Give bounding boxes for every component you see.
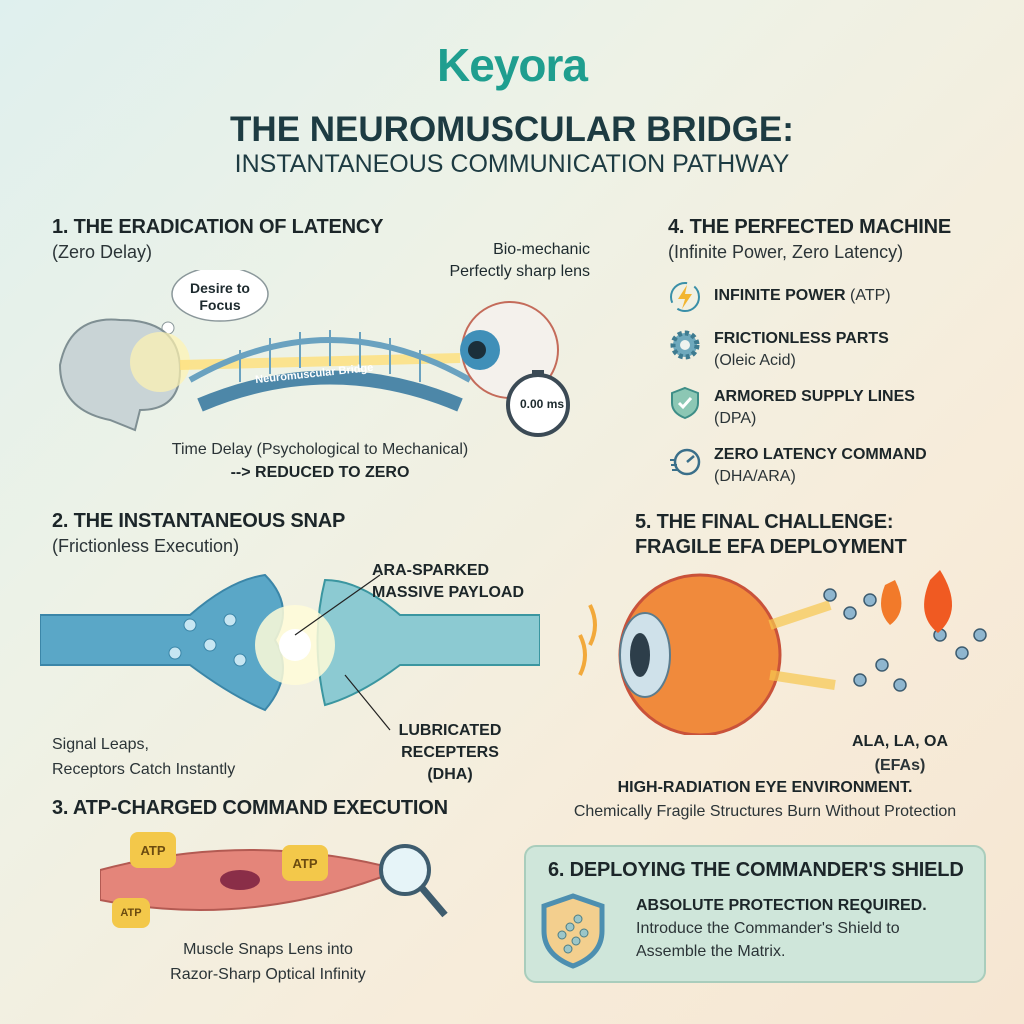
thought-bubble: [171, 270, 269, 322]
section5-heading-line2: FRAGILE EFA DEPLOYMENT: [635, 536, 907, 558]
timer-readout: 0.00 ms: [520, 397, 565, 411]
page-title: THE NEUROMUSCULAR BRIDGE:: [230, 110, 794, 149]
shield-icon: [541, 893, 605, 969]
item-detail: (DHA/ARA): [714, 468, 796, 485]
section5-caption: Chemically Fragile Structures Burn Witho…: [573, 803, 957, 820]
section5-heading: 5. THE FINAL CHALLENGE: FRAGILE EFA DEPLO…: [635, 510, 907, 560]
atp-badge: ATP: [112, 898, 150, 928]
receptors-label-line2: RECEPTERS: [401, 744, 499, 761]
section6-line2: Assemble the Matrix.: [636, 943, 786, 960]
section1-caption: Time Delay (Psychological to Mechanical): [171, 441, 469, 458]
section3-heading: 3. ATP-CHARGED COMMAND EXECUTION: [52, 797, 448, 819]
efa-molecules: [823, 588, 987, 692]
section6-line1: Introduce the Commander's Shield to: [636, 920, 900, 937]
bridge-deck: [197, 370, 463, 412]
section2-caption-line1: Signal Leaps,: [52, 736, 149, 753]
magnifier-icon: [379, 844, 431, 896]
section4-subheading: (Infinite Power, Zero Latency): [668, 242, 904, 262]
section3-caption-line1: Muscle Snaps Lens into: [183, 941, 353, 958]
receptors-label-line3: (DHA): [427, 766, 473, 783]
lens-label-line1: Bio-mechanic: [493, 241, 590, 258]
section6-bold: ABSOLUTE PROTECTION REQUIRED.: [636, 897, 927, 914]
latency-illustration: [58, 270, 570, 437]
axon-terminal: [40, 573, 284, 712]
section2-caption-line2: Receptors Catch Instantly: [52, 761, 236, 778]
item-detail: (ATP): [850, 287, 891, 304]
section2-caption: Signal Leaps, Receptors Catch Instantly: [52, 732, 235, 782]
efa-label: ALA, LA, OA (EFAs): [840, 730, 960, 778]
item-detail: (Oleic Acid): [714, 352, 796, 369]
speedometer-icon: [670, 448, 701, 476]
efa-label-line1: ALA, LA, OA: [852, 733, 948, 750]
section3-caption-line2: Razor-Sharp Optical Infinity: [170, 966, 366, 983]
synapse-illustration: [40, 573, 540, 731]
flame-icon: [924, 570, 953, 633]
receptors-label-line1: LUBRICATED: [398, 722, 502, 739]
atp-badge: ATP: [130, 832, 176, 868]
item-title: FRICTIONLESS PARTS: [714, 330, 889, 347]
receptors-label: LUBRICATED RECEPTERS (DHA): [385, 720, 515, 786]
efa-label-line2: (EFAs): [874, 757, 926, 774]
lightning-icon: [670, 282, 700, 312]
section5-heading-line1: 5. THE FINAL CHALLENGE:: [635, 511, 894, 533]
section1-heading: 1. THE ERADICATION OF LATENCY: [52, 216, 384, 238]
item-detail: (DPA): [714, 410, 757, 427]
list-item: ARMORED SUPPLY LINES (DPA): [668, 386, 927, 430]
list-item: ZERO LATENCY COMMAND (DHA/ARA): [668, 444, 927, 488]
section1-subheading: (Zero Delay): [52, 242, 153, 262]
section4-heading: 4. THE PERFECTED MACHINE: [668, 216, 952, 238]
page-subtitle: INSTANTANEOUS COMMUNICATION PATHWAY: [234, 150, 790, 178]
machine-list: INFINITE POWER (ATP) FRICTIONLESS PARTS (…: [668, 280, 927, 488]
section1-result: --> REDUCED TO ZERO: [230, 464, 410, 481]
section2-heading: 2. THE INSTANTANEOUS SNAP: [52, 510, 346, 532]
lens-label-line2: Perfectly sharp lens: [449, 263, 590, 280]
section5-caption-bold: HIGH-RADIATION EYE ENVIRONMENT.: [617, 779, 913, 796]
payload-label-line1: ARA-SPARKED: [372, 562, 490, 579]
section6-heading: 6. DEPLOYING THE COMMANDER'S SHIELD: [548, 859, 964, 881]
flame-icon: [881, 580, 902, 625]
burning-eye-illustration: [578, 570, 987, 735]
item-title: INFINITE POWER: [714, 287, 846, 304]
atp-badge: ATP: [282, 845, 328, 881]
gear-icon: [670, 330, 700, 360]
list-item: INFINITE POWER (ATP): [668, 280, 927, 314]
payload-label-line2: MASSIVE PAYLOAD: [372, 584, 525, 601]
item-title: ARMORED SUPPLY LINES: [714, 388, 915, 405]
section2-subheading: (Frictionless Execution): [52, 536, 240, 556]
section6-text: ABSOLUTE PROTECTION REQUIRED. Introduce …: [636, 894, 927, 963]
thought-bubble-text: Desire to Focus: [190, 280, 250, 313]
nucleus: [220, 870, 260, 890]
item-title: ZERO LATENCY COMMAND: [714, 446, 927, 463]
list-item: FRICTIONLESS PARTS (Oleic Acid): [668, 328, 927, 372]
shield-check-icon: [671, 386, 699, 420]
keyora-logo: Keyora: [437, 39, 588, 91]
payload-label: ARA-SPARKED MASSIVE PAYLOAD: [372, 560, 524, 604]
